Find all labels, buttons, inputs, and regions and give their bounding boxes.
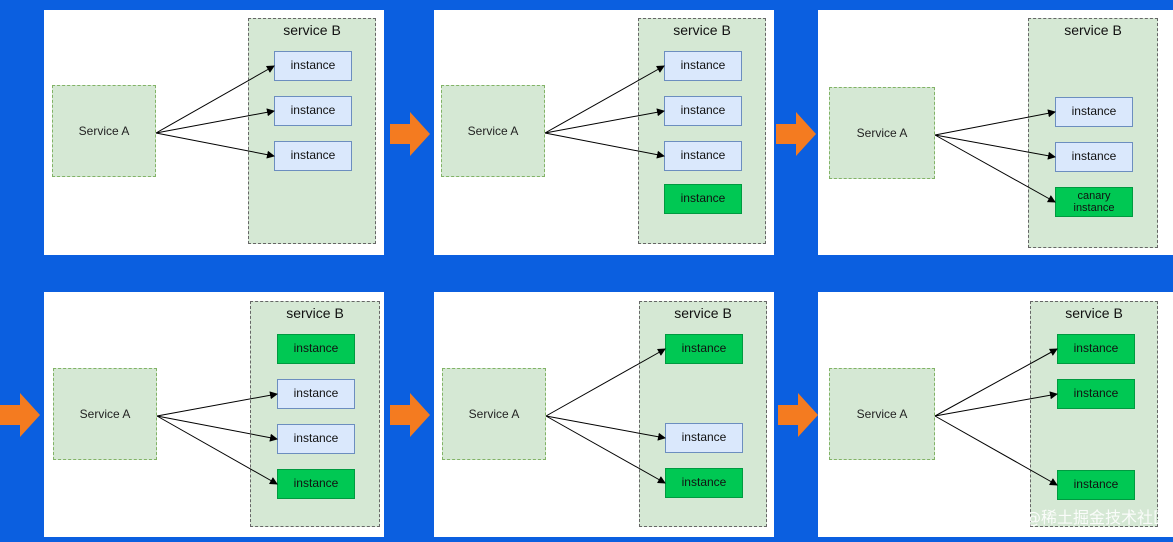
service-a-box: Service A <box>441 85 545 177</box>
new-instance: instance <box>1057 470 1135 500</box>
old-instance: instance <box>277 379 355 409</box>
route-arrow <box>934 391 1058 417</box>
old-instance: instance <box>664 141 742 171</box>
new-instance: instance <box>665 468 743 498</box>
service-b-title: service B <box>286 305 344 321</box>
old-instance: instance <box>274 51 352 81</box>
old-instance: instance <box>1055 97 1133 127</box>
route-arrow <box>156 391 278 417</box>
new-instance: instance <box>665 334 743 364</box>
route-arrow <box>934 109 1056 136</box>
service-b-title: service B <box>674 305 732 321</box>
route-arrow <box>155 65 275 134</box>
right-arrow-icon <box>390 112 430 156</box>
old-instance: instance <box>274 96 352 126</box>
service-a-box: Service A <box>53 368 157 460</box>
route-arrow <box>155 132 275 159</box>
route-arrow <box>156 415 278 442</box>
route-arrow <box>544 65 665 134</box>
service-a-box: Service A <box>52 85 156 177</box>
new-instance: instance <box>277 469 355 499</box>
new-instance: instance <box>277 334 355 364</box>
watermark: @稀土掘金技术社区 <box>1024 508 1169 527</box>
new-instance: instance <box>1057 334 1135 364</box>
route-arrow <box>934 348 1058 417</box>
service-b-title: service B <box>1064 22 1122 38</box>
new-instance: instance <box>1057 379 1135 409</box>
new-instance: instance <box>664 184 742 214</box>
route-arrow <box>545 415 666 484</box>
old-instance: instance <box>274 141 352 171</box>
right-arrow-icon <box>0 393 40 437</box>
service-a-box: Service A <box>442 368 546 460</box>
service-a-box: Service A <box>829 87 935 179</box>
route-arrow <box>156 415 278 485</box>
route-arrow <box>544 132 665 159</box>
service-a-box: Service A <box>829 368 935 460</box>
right-arrow-icon <box>778 393 818 437</box>
route-arrow <box>155 108 275 134</box>
route-arrow <box>934 415 1058 486</box>
route-arrow <box>545 348 666 417</box>
route-arrow <box>544 108 665 134</box>
old-instance: instance <box>1055 142 1133 172</box>
route-arrow <box>934 134 1056 203</box>
right-arrow-icon <box>776 112 816 156</box>
route-arrow <box>545 415 666 441</box>
old-instance: instance <box>664 51 742 81</box>
route-arrow <box>934 134 1056 160</box>
old-instance: instance <box>664 96 742 126</box>
right-arrow-icon <box>390 393 430 437</box>
service-b-title: service B <box>1065 305 1123 321</box>
service-b-title: service B <box>673 22 731 38</box>
service-b-title: service B <box>283 22 341 38</box>
